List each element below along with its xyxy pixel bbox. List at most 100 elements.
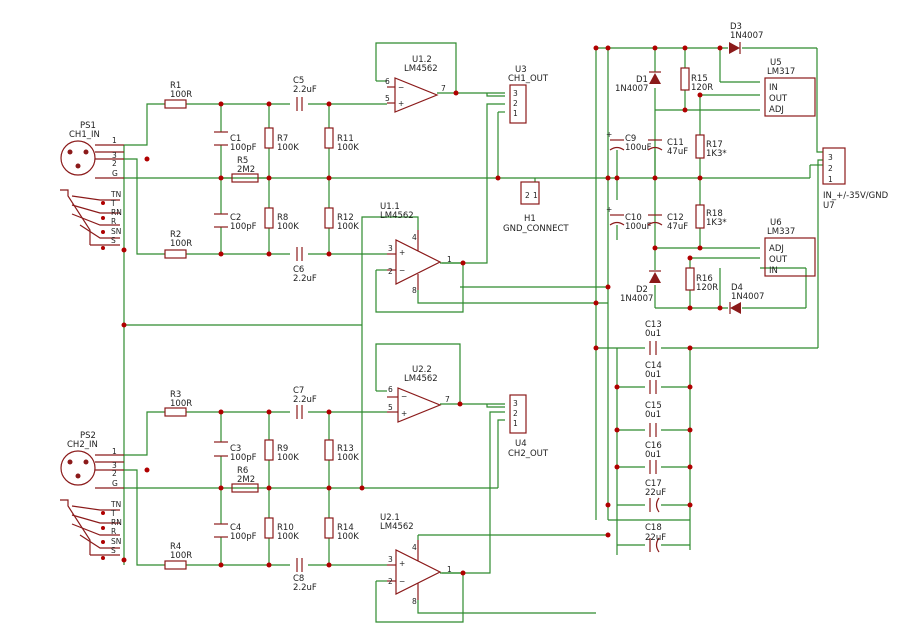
svg-text:22uF: 22uF (645, 488, 666, 498)
svg-text:C18: C18 (645, 523, 662, 533)
svg-text:−: − (399, 577, 405, 586)
capacitor-c10[interactable]: + C10 100uF (606, 205, 652, 232)
resistor-r9[interactable]: R9 100K (264, 439, 299, 463)
svg-text:RN: RN (111, 518, 122, 527)
svg-text:LM337: LM337 (767, 227, 795, 237)
resistor-r15[interactable]: R15 120R (680, 67, 713, 93)
resistor-r8[interactable]: R8 100K (264, 207, 299, 232)
trs-jack-ps2[interactable]: TN T RN R SN S (60, 499, 122, 560)
svg-text:H1: H1 (524, 214, 536, 224)
svg-text:1: 1 (112, 447, 117, 456)
resistor-r13[interactable]: R13 100K (324, 439, 359, 463)
svg-text:100K: 100K (277, 453, 299, 463)
resistor-r7[interactable]: R7 100K (264, 127, 299, 153)
diode-d3[interactable]: D3 1N4007 (729, 22, 763, 54)
resistor-r3[interactable]: R3 100R (164, 390, 192, 417)
capacitor-c16[interactable]: C16 0u1 (645, 441, 662, 474)
svg-text:1: 1 (112, 136, 117, 145)
svg-text:2: 2 (828, 164, 833, 173)
xlr-jack-ps1[interactable]: 1 3 2 G PS1 CH1_IN (60, 121, 124, 179)
svg-text:8: 8 (412, 286, 417, 295)
resistor-r16[interactable]: R16 120R (685, 267, 718, 293)
capacitor-c7[interactable]: C7 2.2uF (293, 386, 317, 419)
svg-text:1K3*: 1K3* (706, 218, 727, 228)
svg-text:C6: C6 (293, 265, 304, 275)
resistor-r10[interactable]: R10 100K (264, 517, 299, 542)
svg-text:R4: R4 (170, 542, 181, 552)
resistor-r14[interactable]: R14 100K (324, 517, 359, 542)
capacitor-c8[interactable]: C8 2.2uF (293, 558, 317, 593)
svg-text:LM317: LM317 (767, 67, 795, 77)
capacitor-c12[interactable]: C12 47uF (647, 213, 688, 232)
capacitor-c14[interactable]: C14 0u1 (645, 361, 662, 394)
opamp-u2-2[interactable]: − + 6 5 7 U2.2 LM4562 (387, 365, 450, 423)
xlr-jack-ps2[interactable]: 1 3 2 G PS2 CH2_IN (60, 431, 124, 489)
capacitor-c18[interactable]: C18 22uF (645, 523, 666, 553)
diode-d4[interactable]: D4 1N4007 (729, 283, 764, 314)
svg-text:+: + (398, 99, 404, 108)
svg-text:1N4007: 1N4007 (615, 84, 648, 94)
capacitor-c11[interactable]: C11 47uF (647, 138, 688, 157)
svg-text:47uF: 47uF (667, 147, 688, 157)
diode-d2[interactable]: D2 1N4007 (620, 270, 661, 304)
capacitor-c5[interactable]: C5 2.2uF (293, 76, 317, 111)
capacitor-c3[interactable]: C3 100pF (214, 441, 257, 463)
svg-text:U1.1: U1.1 (380, 202, 400, 212)
svg-text:100R: 100R (170, 239, 192, 249)
svg-text:U2.2: U2.2 (412, 365, 432, 375)
svg-text:100pF: 100pF (230, 532, 257, 542)
capacitor-c9[interactable]: + C9 100uF (606, 130, 652, 153)
resistor-r4[interactable]: R4 100R (164, 542, 192, 570)
svg-text:2.2uF: 2.2uF (293, 395, 317, 405)
svg-text:100uF: 100uF (625, 143, 652, 153)
svg-text:100K: 100K (277, 532, 299, 542)
resistor-r11[interactable]: R11 100K (324, 127, 359, 153)
connector-h1[interactable]: 2 1 H1 GND_CONNECT (503, 181, 569, 234)
svg-text:U7: U7 (823, 201, 835, 211)
trs-jack-ps1[interactable]: TN T RN R SN S (60, 189, 122, 250)
connector-u3[interactable]: 3 2 1 U3 CH1_OUT (508, 65, 549, 124)
resistor-r6[interactable]: R6 2M2 (231, 466, 259, 493)
svg-text:0u1: 0u1 (645, 329, 661, 339)
regulator-u6[interactable]: ADJ OUT IN U6 LM337 (764, 218, 816, 277)
capacitor-c15[interactable]: C15 0u1 (645, 401, 662, 437)
resistor-r1[interactable]: R1 100R (164, 81, 192, 109)
svg-text:U1.2: U1.2 (412, 55, 432, 65)
resistor-r17[interactable]: R17 1K3* (695, 134, 727, 159)
svg-text:G: G (112, 169, 118, 178)
svg-text:3: 3 (828, 153, 833, 162)
opamp-u1-2[interactable]: − + 6 5 7 U1.2 LM4562 (385, 55, 446, 113)
capacitor-c17[interactable]: C17 22uF (645, 479, 666, 513)
svg-text:R14: R14 (337, 523, 354, 533)
svg-text:CH1_OUT: CH1_OUT (508, 74, 549, 84)
svg-text:C1: C1 (230, 134, 241, 144)
capacitor-c13[interactable]: C13 0u1 (645, 320, 662, 355)
svg-text:R7: R7 (277, 134, 288, 144)
capacitor-c1[interactable]: C1 100pF (214, 131, 257, 153)
svg-text:100pF: 100pF (230, 222, 257, 232)
opamp-u2-1[interactable]: + − 3 2 4 8 1 U2.1 LM4562 (380, 513, 452, 606)
connector-u4[interactable]: 3 2 1 U4 CH2_OUT (508, 394, 549, 459)
resistor-r18[interactable]: R18 1K3* (695, 204, 727, 229)
svg-text:R5: R5 (237, 156, 248, 166)
diode-d1[interactable]: D1 1N4007 (615, 71, 661, 94)
svg-text:6: 6 (388, 385, 393, 394)
regulator-u5[interactable]: IN OUT ADJ U5 LM317 (764, 58, 816, 117)
capacitor-c4[interactable]: C4 100pF (214, 523, 257, 542)
svg-text:T: T (110, 509, 116, 518)
resistor-r5[interactable]: R5 2M2 (231, 156, 259, 183)
opamp-u1-1[interactable]: + − 3 2 4 8 1 U1.1 LM4562 (380, 202, 452, 295)
connector-u7[interactable]: 3 2 1 IN_+/-35V/GND U7 (822, 147, 889, 211)
svg-text:U2.1: U2.1 (380, 513, 400, 523)
svg-text:C17: C17 (645, 479, 662, 489)
svg-text:LM4562: LM4562 (380, 211, 414, 221)
svg-text:47uF: 47uF (667, 222, 688, 232)
capacitor-c2[interactable]: C2 100pF (214, 213, 257, 232)
capacitor-c6[interactable]: C6 2.2uF (293, 247, 317, 284)
resistor-r2[interactable]: R2 100R (164, 230, 192, 259)
svg-text:100R: 100R (170, 90, 192, 100)
svg-text:3: 3 (513, 89, 518, 98)
resistor-r12[interactable]: R12 100K (324, 207, 359, 232)
svg-text:1: 1 (447, 565, 452, 574)
